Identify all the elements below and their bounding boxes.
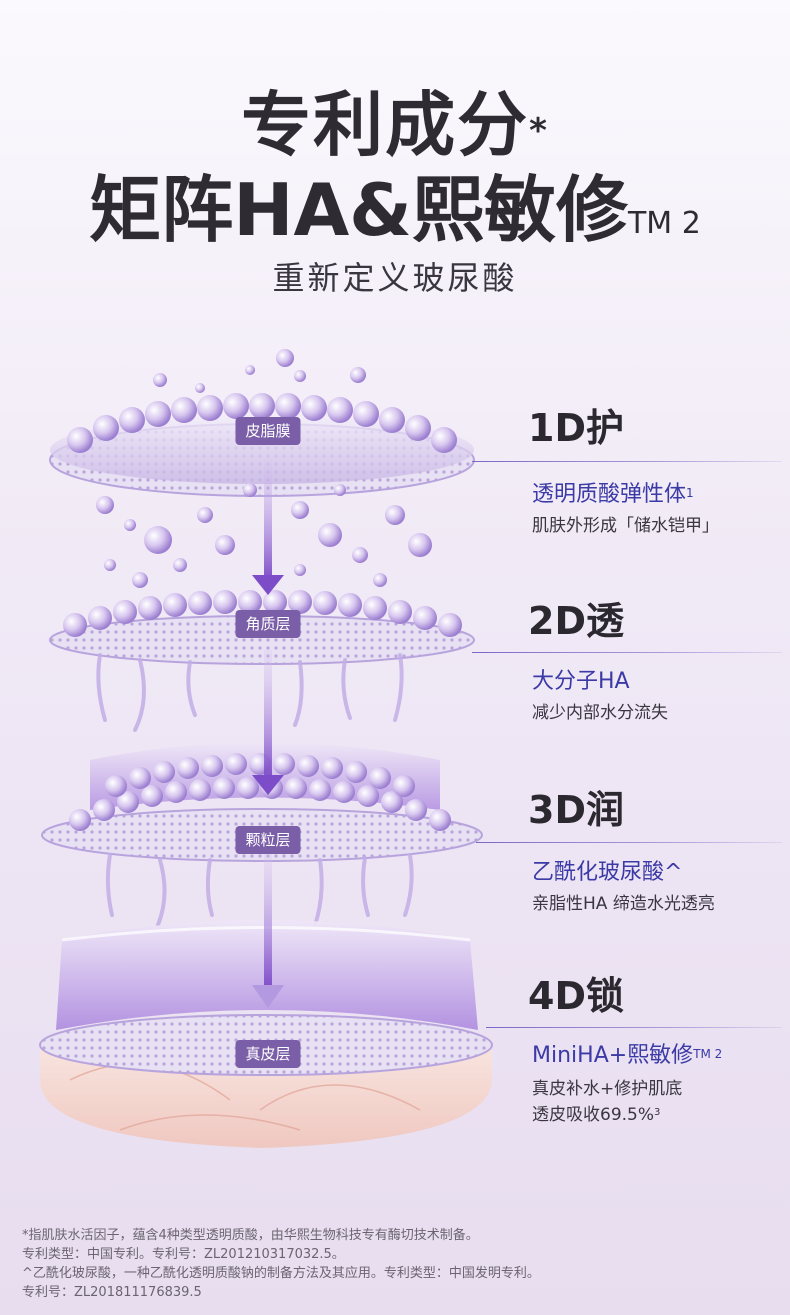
feature-1-heading: 透明质酸弹性体1 — [532, 482, 694, 507]
feature-3-label: 3D润 — [528, 788, 624, 832]
bubbles-between-layers — [96, 483, 432, 588]
penetration-arrows — [252, 460, 284, 1008]
tag-sebum-membrane: 皮脂膜 — [235, 417, 301, 445]
title-line-1: 专利成分* — [241, 84, 549, 166]
feature-1-rule — [472, 461, 782, 462]
feature-1-label: 1D护 — [528, 406, 624, 450]
feature-3-rule — [476, 842, 782, 843]
tag-granular-layer: 颗粒层 — [235, 826, 301, 854]
layer-corneum — [49, 590, 475, 732]
feature-3-desc: 亲脂性HA 缔造水光透亮 — [532, 894, 715, 914]
subtitle: 重新定义玻尿酸 — [272, 259, 518, 297]
feature-4-desc-1: 真皮补水+修护肌底 — [532, 1079, 683, 1099]
tag-stratum-corneum: 角质层 — [235, 610, 301, 638]
feature-2-label: 2D透 — [528, 599, 624, 643]
floating-bubbles-top — [153, 349, 366, 393]
feature-1-desc: 肌肤外形成「储水铠甲」 — [532, 516, 719, 536]
feature-4-label: 4D锁 — [528, 974, 624, 1018]
feature-2-rule — [472, 652, 782, 653]
feature-4-heading: MiniHA+熙敏修TM 2 — [532, 1043, 723, 1068]
skin-layers-illustration — [39, 349, 493, 1148]
layer-sebum — [49, 393, 475, 497]
footnote-3: ^乙酰化玻尿酸，一种乙酰化透明质酸钠的制备方法及其应用。专利类型：中国发明专利。 — [22, 1266, 540, 1281]
tag-dermis: 真皮层 — [235, 1040, 301, 1068]
title-asterisk: * — [529, 111, 549, 151]
footnote-4: 专利号：ZL201811176839.5 — [22, 1285, 202, 1300]
footnotes: *指肌肤水活因子，蕴含4种类型透明质酸，由华熙生物科技专有酶切技术制备。 专利类… — [22, 1226, 540, 1302]
feature-4-desc-2: 透皮吸收69.5%3 — [532, 1105, 661, 1125]
feature-2-desc: 减少内部水分流失 — [532, 703, 668, 723]
title-line-2: 矩阵HA&熙敏修TM 2 — [89, 168, 701, 252]
feature-3-heading: 乙酰化玻尿酸^ — [532, 860, 683, 885]
layer-dermis — [39, 920, 493, 1148]
feature-2-heading: 大分子HA — [532, 669, 630, 694]
footnote-1: *指肌肤水活因子，蕴含4种类型透明质酸，由华熙生物科技专有酶切技术制备。 — [22, 1228, 479, 1243]
feature-4-rule — [486, 1027, 782, 1028]
title-trademark: TM 2 — [627, 206, 701, 241]
footnote-2: 专利类型：中国专利。专利号：ZL201210317032.5。 — [22, 1247, 345, 1262]
